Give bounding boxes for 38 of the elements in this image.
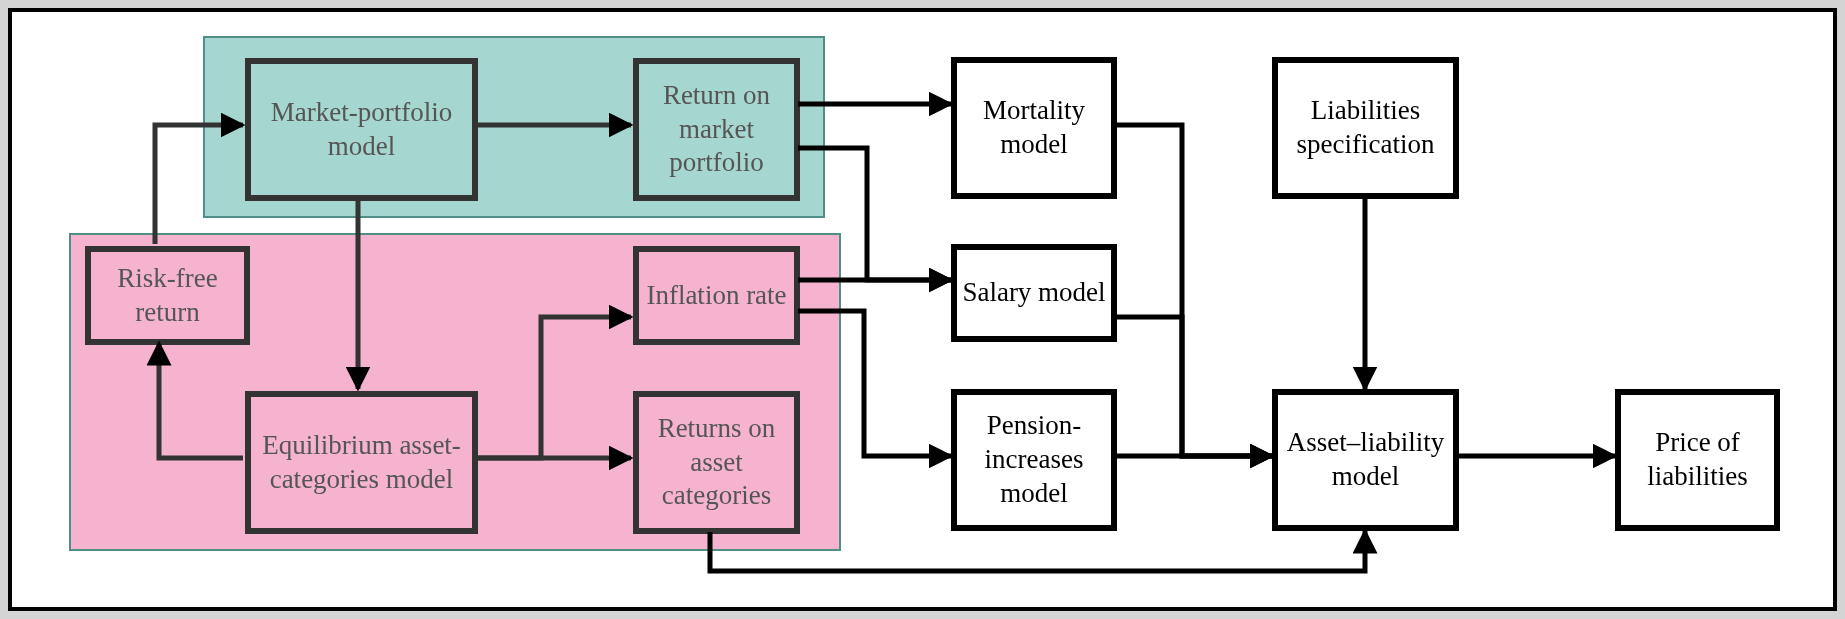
group-band xyxy=(69,233,841,551)
box-label: Pension-increases model xyxy=(983,409,1085,510)
process-box xyxy=(245,58,478,201)
arrow xyxy=(798,308,954,469)
box-label: Asset–liability model xyxy=(1285,426,1446,493)
process-box xyxy=(633,391,800,534)
arrow xyxy=(1117,443,1275,469)
box-label: Risk-free return xyxy=(116,261,219,329)
process-box xyxy=(951,244,1117,342)
arrow xyxy=(1352,199,1378,392)
arrow xyxy=(476,445,634,471)
arrow xyxy=(798,91,954,117)
process-box xyxy=(633,246,800,345)
process-box xyxy=(951,57,1117,199)
box-label: Returns on asset categories xyxy=(656,411,777,513)
box-label: Market-portfolio model xyxy=(269,95,454,163)
arrow xyxy=(1459,443,1618,469)
arrow xyxy=(798,267,954,293)
box-label: Inflation rate xyxy=(646,278,787,312)
process-box xyxy=(85,246,250,345)
arrow xyxy=(345,199,371,392)
box-label: Price of liabilities xyxy=(1646,426,1749,493)
box-label: Mortality model xyxy=(982,94,1086,161)
group-band xyxy=(203,36,825,218)
process-box xyxy=(245,391,478,534)
box-label: Liabilities specification xyxy=(1295,94,1436,161)
arrow xyxy=(152,112,246,244)
process-box xyxy=(1272,57,1459,199)
box-label: Return on market portfolio xyxy=(661,78,772,180)
arrow xyxy=(476,112,634,138)
process-box xyxy=(1272,389,1459,531)
box-label: Equilibrium asset-categories model xyxy=(261,428,462,496)
process-box xyxy=(633,58,800,201)
arrow xyxy=(146,340,243,461)
arrow xyxy=(707,528,1378,574)
process-box xyxy=(951,389,1117,531)
box-label: Salary model xyxy=(962,276,1106,310)
process-box xyxy=(1615,389,1780,531)
